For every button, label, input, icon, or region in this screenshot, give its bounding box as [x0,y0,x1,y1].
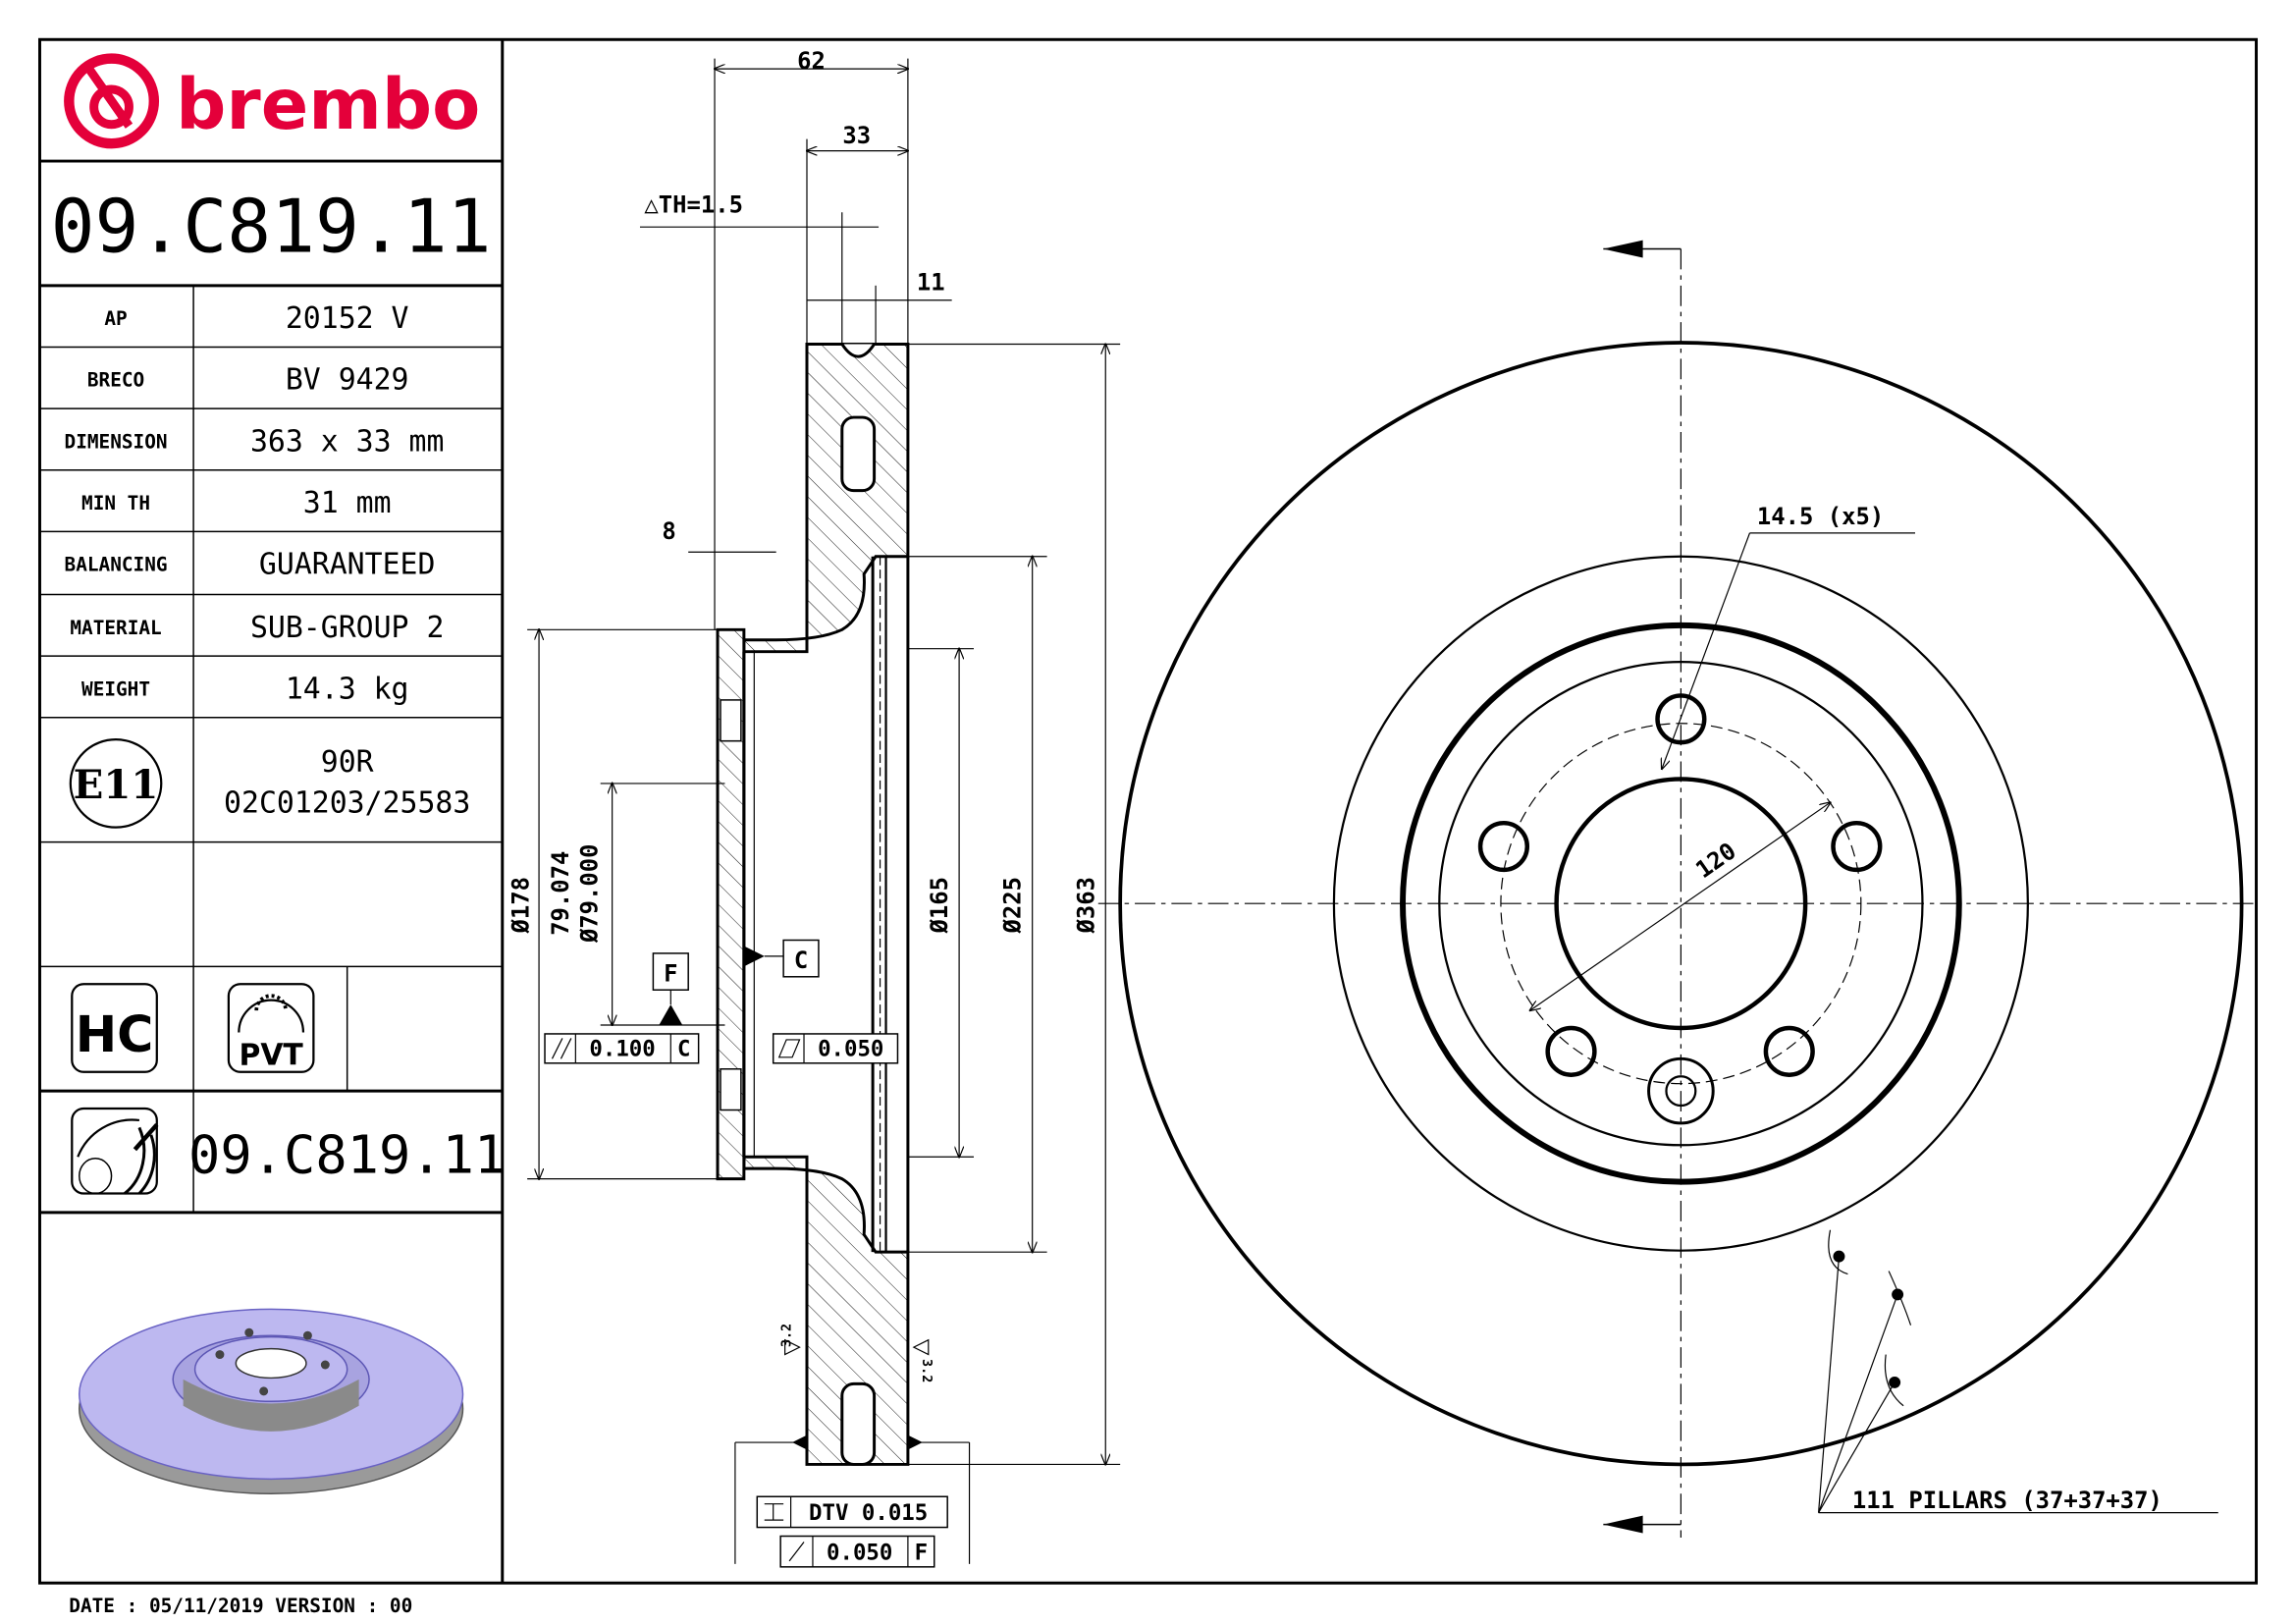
spec-value: SUB-GROUP 2 [250,611,444,645]
spec-label: WEIGHT [81,677,150,700]
flatness-tolerance-frame: 0.050 [772,1033,899,1064]
dim-dia-165: Ø165 [926,877,953,934]
hat-outer-edge [1400,622,1962,1185]
approval-number: 02C01203/25583 [224,786,470,821]
dim-dia-178: Ø178 [507,877,535,934]
dim-overall-height: 62 [797,47,826,75]
brand-wordmark: brembo [176,64,480,145]
spec-value: GUARANTEED [259,548,436,582]
brembo-logo: brembo [64,53,480,149]
svg-text:E11: E11 [74,762,159,808]
spec-value: 14.3 kg [286,672,409,706]
svg-text:DTV 0.015: DTV 0.015 [809,1500,928,1526]
friction-ring-inner-edge [1332,555,2029,1252]
surface-roughness-right: 3.2 [919,1359,934,1382]
pillar-markers [1828,1229,1912,1407]
dim-cheek-thickness: 11 [917,268,945,296]
svg-text:C: C [677,1036,690,1061]
svg-text:HC: HC [76,1005,154,1063]
parallelism-tolerance-frame: 0.100 C [544,1033,700,1064]
dim-thickness-variation: △TH=1.5 [644,190,743,218]
dim-dia-363: Ø363 [1072,877,1099,934]
approval-regulation: 90R [321,745,374,780]
dim-dia-79-min: Ø79.000 [576,843,604,944]
datum-c: C [794,947,808,974]
dim-thickness: 33 [842,122,871,149]
pillars-count-label: 111 PILLARS (37+37+37) [1852,1487,2163,1514]
disc-outer-edge [1118,341,2244,1467]
e11-mark: E11 [69,738,163,829]
spec-label: BALANCING [65,554,168,576]
spec-value: 31 mm [303,486,392,520]
dim-hat-thickness: 8 [662,517,675,545]
spec-label: AP [104,307,127,330]
svg-text:PVT: PVT [239,1038,303,1072]
datum-f: F [664,959,677,987]
bolt-circle [1500,723,1862,1085]
surface-roughness-left: 3.2 [780,1324,795,1347]
pvt-badge: PVT [227,983,315,1073]
svg-text:0.050: 0.050 [827,1540,892,1565]
svg-text:0.050: 0.050 [818,1036,883,1061]
hc-badge: HC [71,983,158,1073]
dtv-tolerance-frame: DTV 0.015 [756,1495,948,1529]
svg-text:0.100: 0.100 [589,1036,655,1061]
bolt-holes [1477,693,1883,1077]
front-view: 14.5 (x5) 120 111 PILLARS (37+37+37) [1097,240,2256,1539]
drawing-frame [37,37,2259,1585]
section-bottom-ring [742,1155,910,1466]
part-number: 09.C819.11 [51,185,492,270]
dim-dia-79-max: 79.074 [547,851,574,936]
section-view: 62 33 △TH=1.5 11 8 Ø178 79.074 Ø79.000 Ø… [507,47,1121,1568]
disc-3d-render [79,1308,464,1495]
bolt-hole [1545,1025,1597,1077]
dim-dia-225: Ø225 [999,877,1027,934]
spec-label: MATERIAL [70,617,161,639]
title-block: brembo 09.C819.11 AP BRECO DIMENSION MIN… [39,39,506,1584]
footer-date-version: DATE : 05/11/2019 VERSION : 00 [69,1595,412,1617]
bolt-hole [1477,820,1530,873]
bottom-part-number: 09.C819.11 [188,1124,506,1186]
bolt-hole [1831,820,1883,873]
spec-value: BV 9429 [286,363,409,398]
spec-label: BRECO [87,369,144,392]
bolt-hole [1763,1025,1815,1077]
locating-hole [1647,1056,1715,1125]
spec-label: DIMENSION [65,430,168,453]
bolt-hole [1655,693,1707,745]
disc-install-icon [71,1107,159,1195]
runout-tolerance-frame: 0.050 F [779,1535,935,1568]
spec-value: 363 x 33 mm [250,424,444,459]
spec-label: MIN TH [81,492,150,514]
section-top-ring [742,342,910,654]
section-hat-wall [716,627,746,1181]
spec-value: 20152 V [286,301,409,336]
svg-text:F: F [915,1540,928,1565]
pcd-label: 120 [1690,838,1740,885]
bolt-hole-diameter-label: 14.5 (x5) [1757,503,1884,530]
